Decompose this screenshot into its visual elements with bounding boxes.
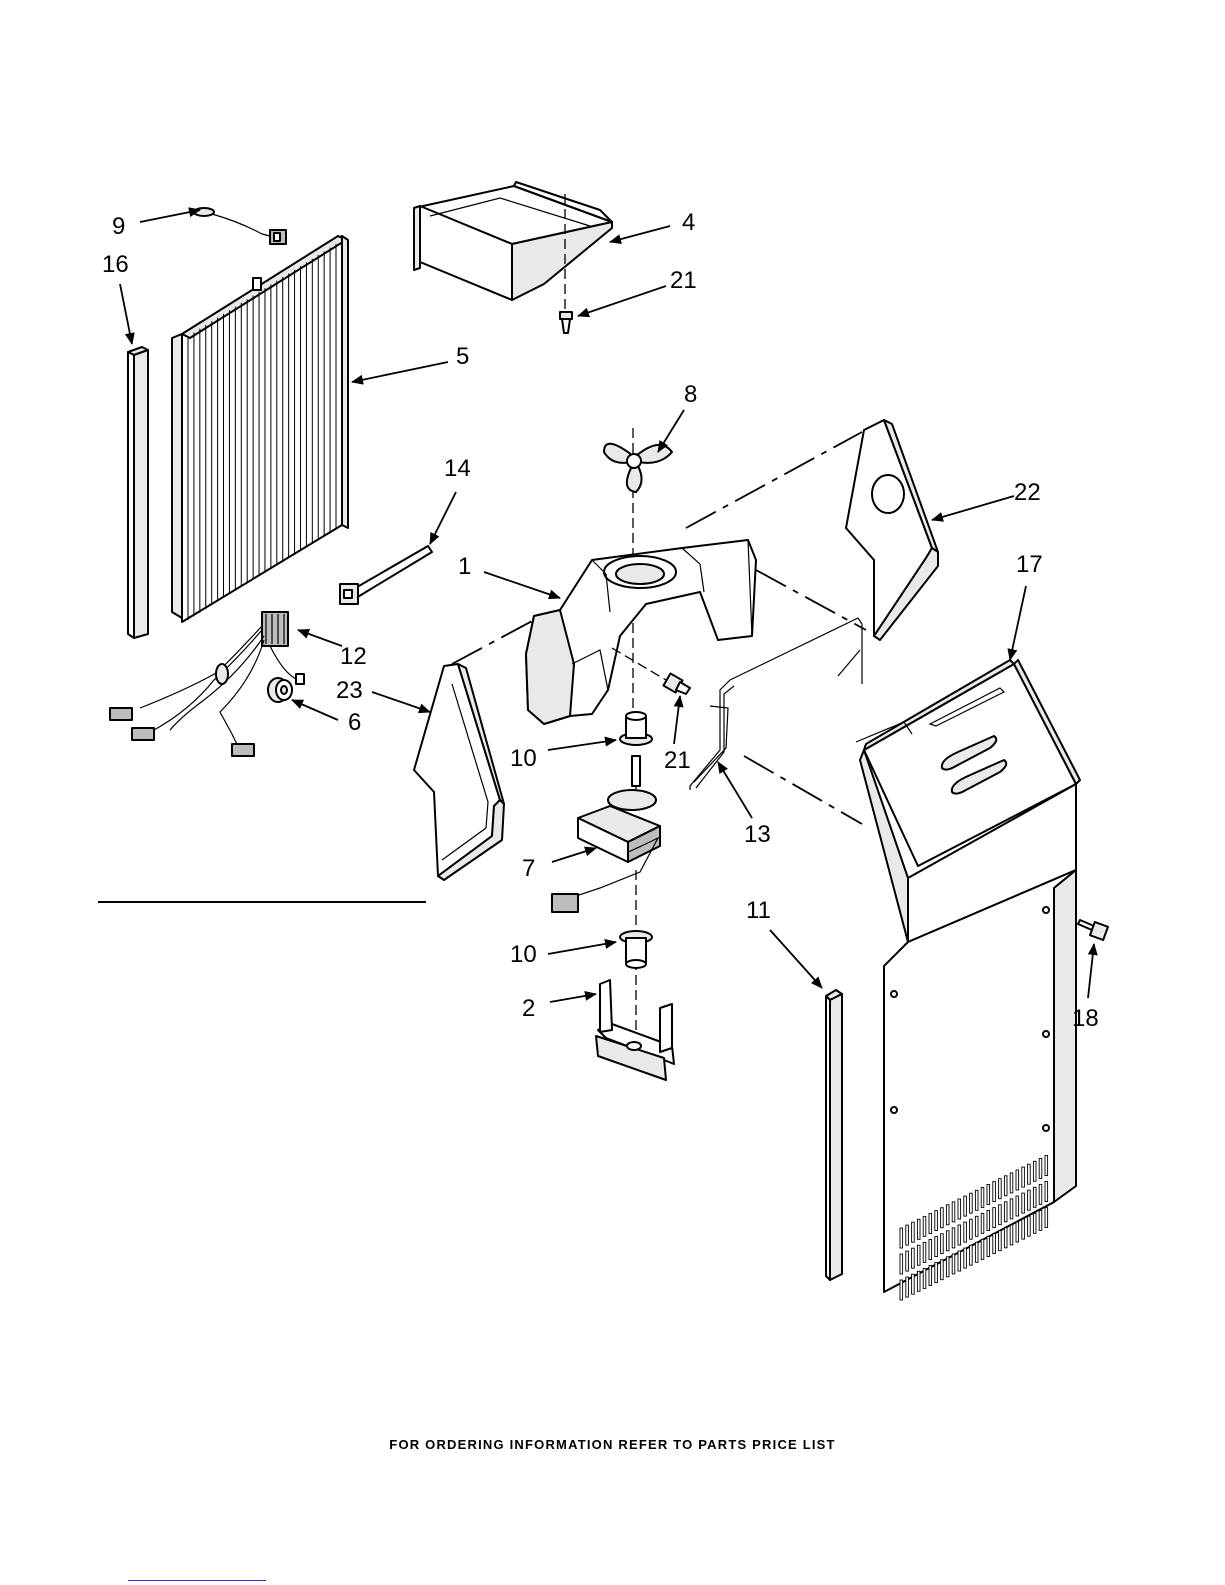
callout-5: 5 — [456, 343, 469, 370]
part-11-strip — [826, 990, 842, 1280]
part-18-screw — [1078, 920, 1108, 940]
callout-23: 23 — [336, 677, 363, 704]
callout-9: 9 — [112, 213, 125, 240]
part-10-grommet-lower — [620, 870, 652, 1040]
footer-ordering-note: FOR ORDERING INFORMATION REFER TO PARTS … — [0, 1437, 1225, 1452]
callout-4: 4 — [682, 209, 695, 236]
separator-rule — [98, 901, 426, 903]
part-17-rear-cover — [856, 660, 1080, 1300]
callout-22: 22 — [1014, 479, 1041, 506]
part-2-motor-bracket — [596, 980, 674, 1080]
callout-17: 17 — [1016, 551, 1043, 578]
callout-13: 13 — [744, 821, 771, 848]
callout-10: 10 — [510, 941, 537, 968]
callout-10: 10 — [510, 745, 537, 772]
bottom-link-underline — [128, 1580, 266, 1581]
part-6-grommet — [268, 678, 292, 702]
callout-21: 21 — [664, 747, 691, 774]
part-14-cable-tie — [340, 546, 432, 604]
callout-18: 18 — [1072, 1005, 1099, 1032]
callout-8: 8 — [684, 381, 697, 408]
part-23-side-bracket — [414, 664, 504, 880]
callout-11: 11 — [746, 897, 771, 924]
callout-16: 16 — [102, 251, 129, 278]
part-9-sensor — [194, 208, 286, 244]
callout-6: 6 — [348, 709, 361, 736]
part-22-side-bracket — [846, 420, 938, 640]
part-10-grommet-upper — [620, 712, 652, 745]
part-4-top-cover — [414, 182, 612, 300]
callout-2: 2 — [522, 995, 535, 1022]
part-1-fan-housing — [526, 540, 756, 724]
part-5-ribbed-panel — [172, 236, 348, 622]
part-21-screw-housing — [612, 648, 690, 694]
callout-14: 14 — [444, 455, 471, 482]
callout-7: 7 — [522, 855, 535, 882]
part-16-strip — [128, 347, 148, 638]
part-7-fan-motor — [552, 756, 660, 912]
callout-1: 1 — [458, 553, 471, 580]
part-13-wire-clip — [690, 618, 862, 790]
callout-21: 21 — [670, 267, 697, 294]
callout-12: 12 — [340, 643, 367, 670]
